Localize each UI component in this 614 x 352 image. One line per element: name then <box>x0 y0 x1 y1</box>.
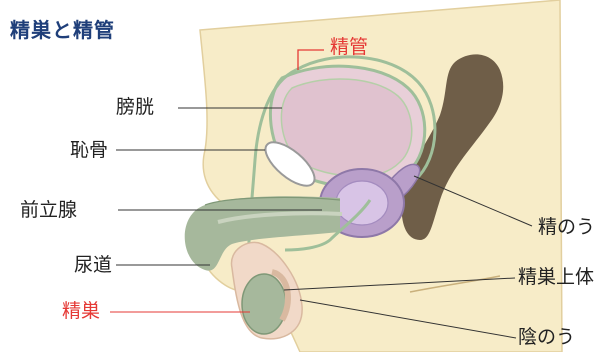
testis <box>242 274 286 334</box>
label-prostate: 前立腺 <box>20 201 77 220</box>
label-testis: 精巣 <box>62 302 100 321</box>
label-vas-deferens: 精管 <box>330 38 368 57</box>
label-scrotum: 陰のう <box>518 328 575 347</box>
label-pubic-bone: 恥骨 <box>70 141 108 160</box>
prostate-inner <box>336 181 388 225</box>
label-urethra: 尿道 <box>74 256 112 275</box>
label-epididymis: 精巣上体 <box>518 268 594 287</box>
label-bladder: 膀胱 <box>116 98 154 117</box>
label-seminal-vesicle: 精のう <box>538 218 595 237</box>
